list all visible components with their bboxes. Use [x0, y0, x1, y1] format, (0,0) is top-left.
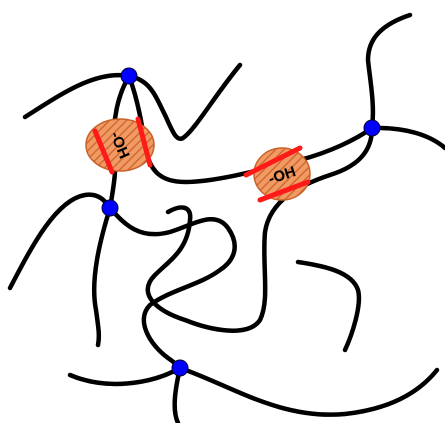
polymer-chain — [107, 205, 237, 371]
hydroxyl-group: -OH — [85, 116, 155, 175]
polymer-chain — [177, 365, 440, 417]
hydrogen-bond — [135, 116, 153, 168]
hydrogen-bond — [92, 128, 115, 175]
crosslink-node — [171, 359, 189, 377]
hydrogen-bond — [243, 145, 303, 178]
hydrogen-bond — [257, 179, 311, 203]
polymer-chain — [369, 125, 445, 151]
polymer-chains — [7, 12, 445, 423]
polymer-chain — [22, 62, 243, 141]
polymer-chain — [91, 205, 113, 348]
polymer-chain — [295, 259, 362, 353]
hydroxyl-blob — [85, 118, 155, 172]
crosslink-node — [363, 119, 381, 137]
polymer-chain — [145, 125, 375, 333]
polymer-chain — [126, 73, 375, 185]
hydroxyl-group: -OH — [243, 145, 311, 203]
polymer-chain — [67, 365, 183, 387]
crosslink-node — [101, 199, 119, 217]
crosslink-node — [120, 67, 138, 85]
crosslink-nodes — [101, 67, 381, 377]
polymer-chain — [365, 12, 413, 131]
polymer-chain — [7, 192, 113, 291]
